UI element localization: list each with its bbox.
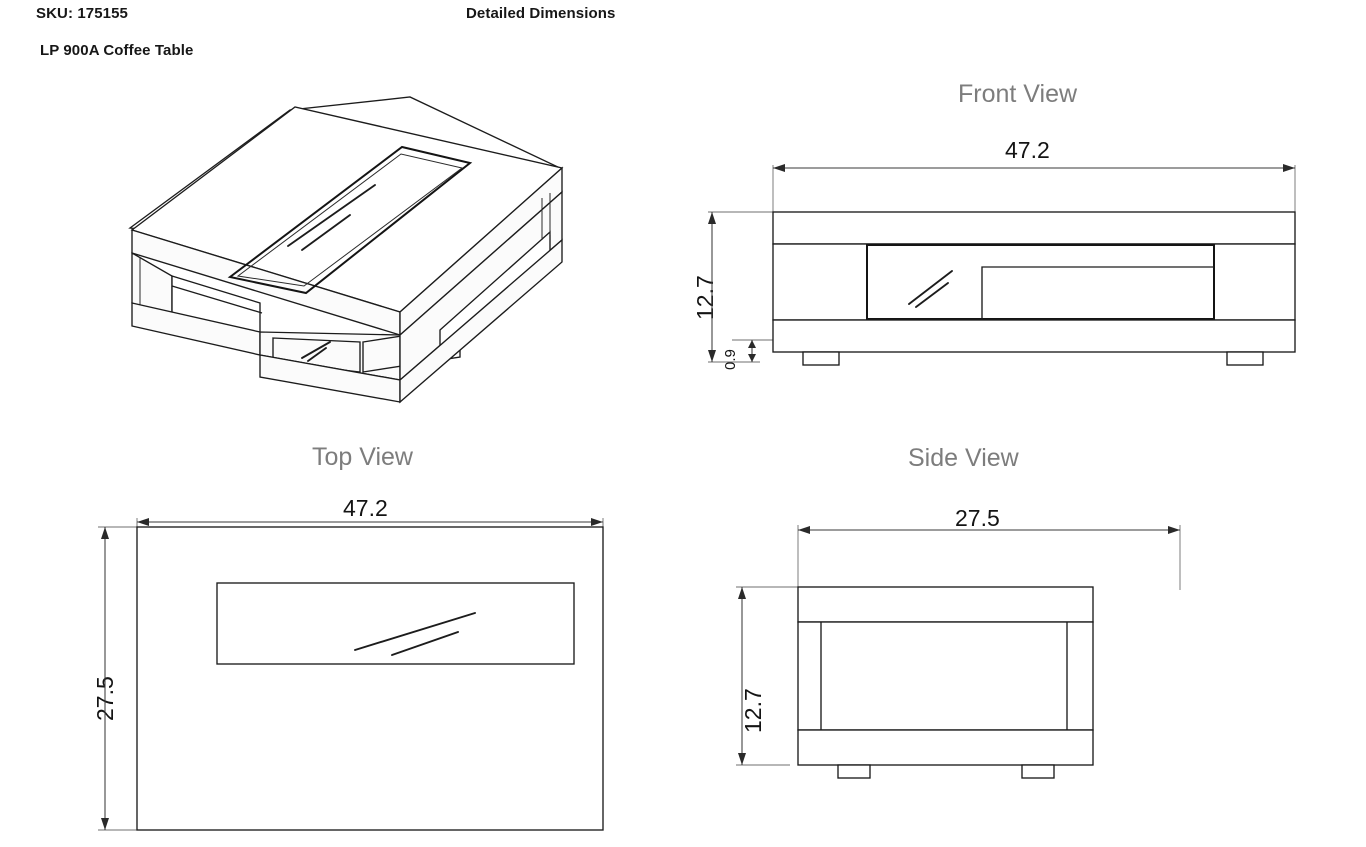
product-name: LP 900A Coffee Table [40, 42, 194, 59]
iso-glass-reflection-2 [301, 214, 351, 251]
top-width-dimension-label: 47.2 [343, 495, 388, 521]
iso-front-reflection-1 [301, 341, 331, 359]
iso-glass-inset-inner [236, 153, 464, 287]
iso-front-drawer [272, 337, 361, 373]
top-glass-reflection-2 [391, 631, 459, 656]
side-view-drawing [736, 525, 1181, 779]
side-foot-left [837, 764, 871, 779]
top-table-outline [136, 526, 604, 831]
side-height-dimension [736, 586, 798, 766]
front-inner-ledge [981, 266, 1214, 320]
iso-body [130, 106, 564, 404]
iso-glass-reflection-1 [287, 184, 376, 247]
sku-text: SKU: 175155 [36, 5, 128, 22]
front-foot-dimension [732, 339, 773, 363]
top-glass-reflection-1 [354, 612, 476, 651]
iso-left-shelf-line [171, 285, 263, 314]
front-bottom-slab [772, 319, 1296, 353]
iso-front-reflection-2 [307, 347, 327, 362]
side-middle-band [797, 621, 1094, 731]
side-foot-right [1021, 764, 1055, 779]
document-title: Detailed Dimensions [466, 5, 616, 22]
iso-base-right [399, 238, 563, 404]
top-view-drawing [98, 518, 604, 831]
front-foot-right [1226, 351, 1264, 366]
side-view-title: Side View [908, 444, 1019, 472]
iso-glass-inset-outer [227, 145, 473, 295]
top-depth-dimension [98, 526, 137, 831]
top-view-title: Top View [312, 443, 413, 471]
front-view-title: Front View [958, 80, 1078, 108]
side-table-body [797, 586, 1094, 779]
front-glass-reflection-2 [915, 282, 949, 308]
side-width-dimension [797, 525, 1181, 590]
isometric-view [128, 96, 564, 404]
front-width-dimension [772, 164, 1296, 215]
front-view-drawing [708, 164, 1296, 366]
front-top-slab [772, 211, 1296, 245]
front-glass-panel [866, 244, 1215, 320]
side-top-slab [797, 586, 1094, 623]
front-width-dimension-label: 47.2 [1005, 137, 1050, 163]
front-height-dimension [708, 211, 773, 363]
side-width-dimension-label: 27.5 [955, 505, 1000, 531]
side-bottom-slab [797, 729, 1094, 766]
front-glass-reflection-1 [908, 270, 953, 305]
front-foot-left [802, 351, 840, 366]
front-table-body [772, 211, 1296, 366]
front-middle-band [772, 243, 1296, 321]
top-glass-panel [216, 582, 575, 665]
